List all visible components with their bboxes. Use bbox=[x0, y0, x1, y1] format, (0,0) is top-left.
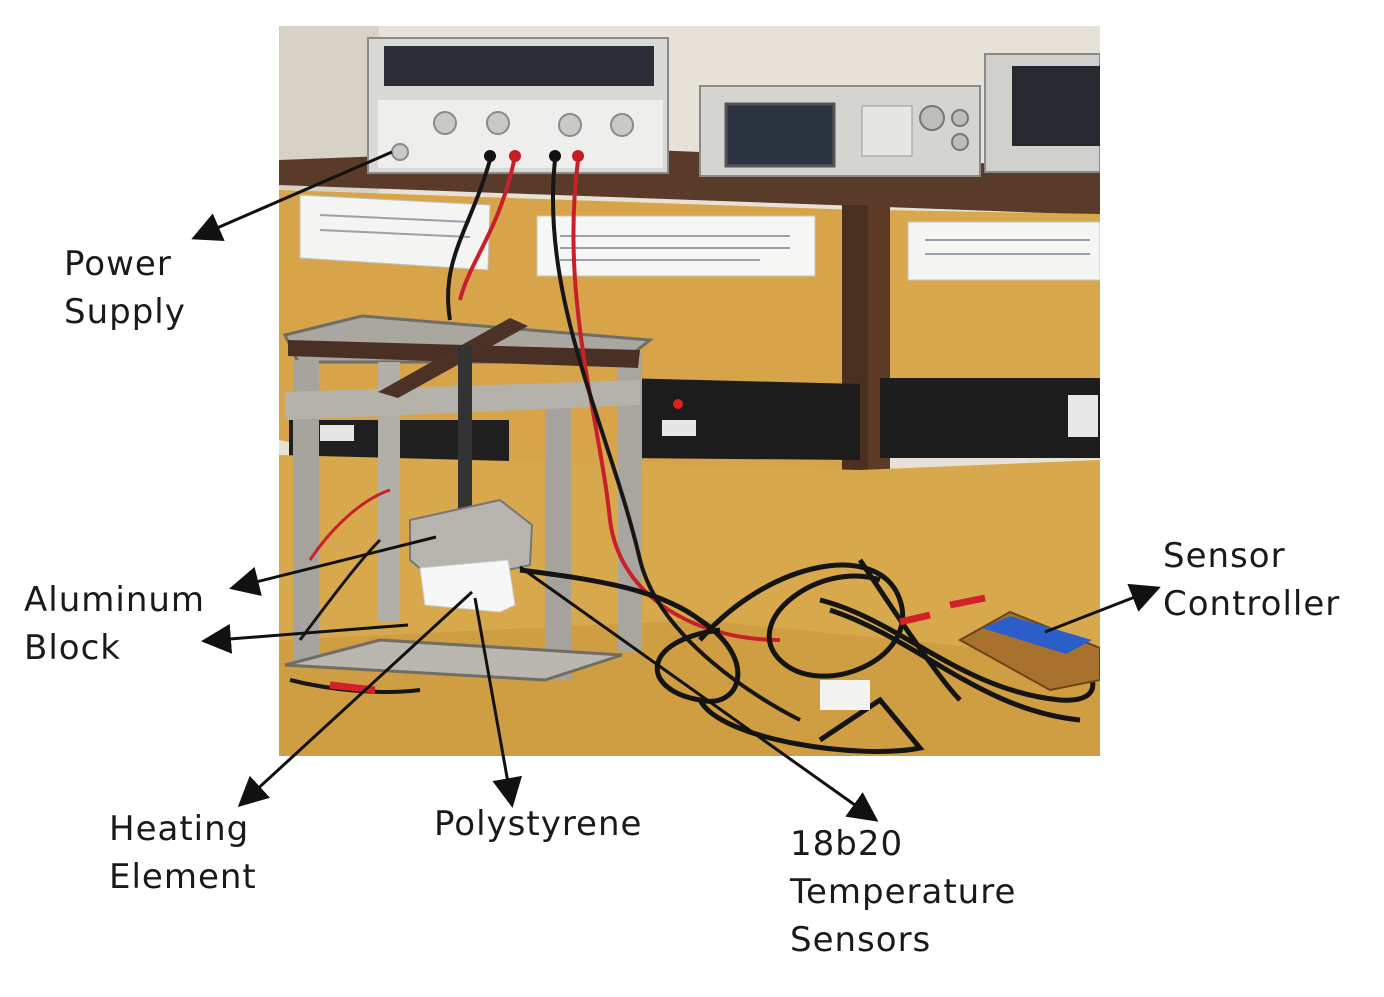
socket bbox=[662, 420, 696, 436]
shelf-leg bbox=[868, 205, 890, 555]
floor-tag bbox=[820, 680, 870, 710]
label-line: Polystyrene bbox=[434, 804, 643, 844]
label-line: Controller bbox=[1163, 584, 1341, 624]
arrow-polystyrene bbox=[473, 597, 523, 808]
clip-red bbox=[899, 611, 931, 626]
label-line: Block bbox=[24, 628, 121, 668]
wire-red bbox=[458, 155, 517, 301]
label-temperature-sensors: 18b20 Temperature Sensors bbox=[790, 820, 1016, 964]
outlet-panel bbox=[880, 378, 1100, 458]
paper-notice bbox=[536, 215, 816, 277]
arrow-temperature-sensors bbox=[519, 565, 879, 822]
signal-generator-keypad bbox=[861, 105, 913, 157]
arrow-power-supply bbox=[191, 150, 393, 242]
label-line: Aluminum bbox=[24, 580, 206, 620]
label-polystyrene: Polystyrene bbox=[434, 800, 642, 848]
label-line: Element bbox=[109, 857, 257, 897]
label-sensor-controller: Sensor Controller bbox=[1163, 532, 1340, 628]
label-power-supply: Power Supply bbox=[64, 240, 186, 336]
rig-post bbox=[378, 362, 400, 622]
wire-black bbox=[446, 159, 492, 321]
outlet-panel bbox=[620, 378, 860, 460]
socket bbox=[320, 425, 354, 441]
label-line: Supply bbox=[64, 292, 186, 332]
rig-base bbox=[284, 638, 623, 682]
label-line: Heating bbox=[109, 809, 250, 849]
sensor-controller-header bbox=[982, 616, 1092, 654]
rig-clamp bbox=[378, 318, 528, 398]
arrow-aluminum-block-2 bbox=[201, 623, 409, 654]
polystyrene-block bbox=[419, 559, 516, 613]
label-line: Temperature bbox=[790, 872, 1017, 912]
label-line: Sensors bbox=[790, 920, 932, 960]
rig-post bbox=[545, 395, 571, 680]
rig-rod bbox=[458, 345, 472, 510]
wire-red bbox=[571, 159, 781, 642]
label-heating-element: Heating Element bbox=[109, 805, 257, 901]
indicator-light bbox=[673, 399, 683, 409]
label-line: Power bbox=[64, 244, 172, 284]
monitor-screen bbox=[1012, 66, 1100, 146]
label-line: 18b20 bbox=[790, 824, 904, 864]
signal-generator-screen bbox=[724, 102, 836, 168]
clip-red bbox=[949, 594, 986, 609]
paper-notice bbox=[907, 221, 1100, 281]
socket bbox=[1068, 395, 1098, 437]
label-aluminum-block: Aluminum Block bbox=[24, 576, 205, 672]
arrow-aluminum-block-1 bbox=[229, 535, 437, 597]
label-line: Sensor bbox=[1163, 536, 1286, 576]
arrow-sensor-controller bbox=[1044, 583, 1161, 634]
arrow-heating-element bbox=[237, 590, 474, 808]
power-supply-display bbox=[384, 46, 654, 86]
